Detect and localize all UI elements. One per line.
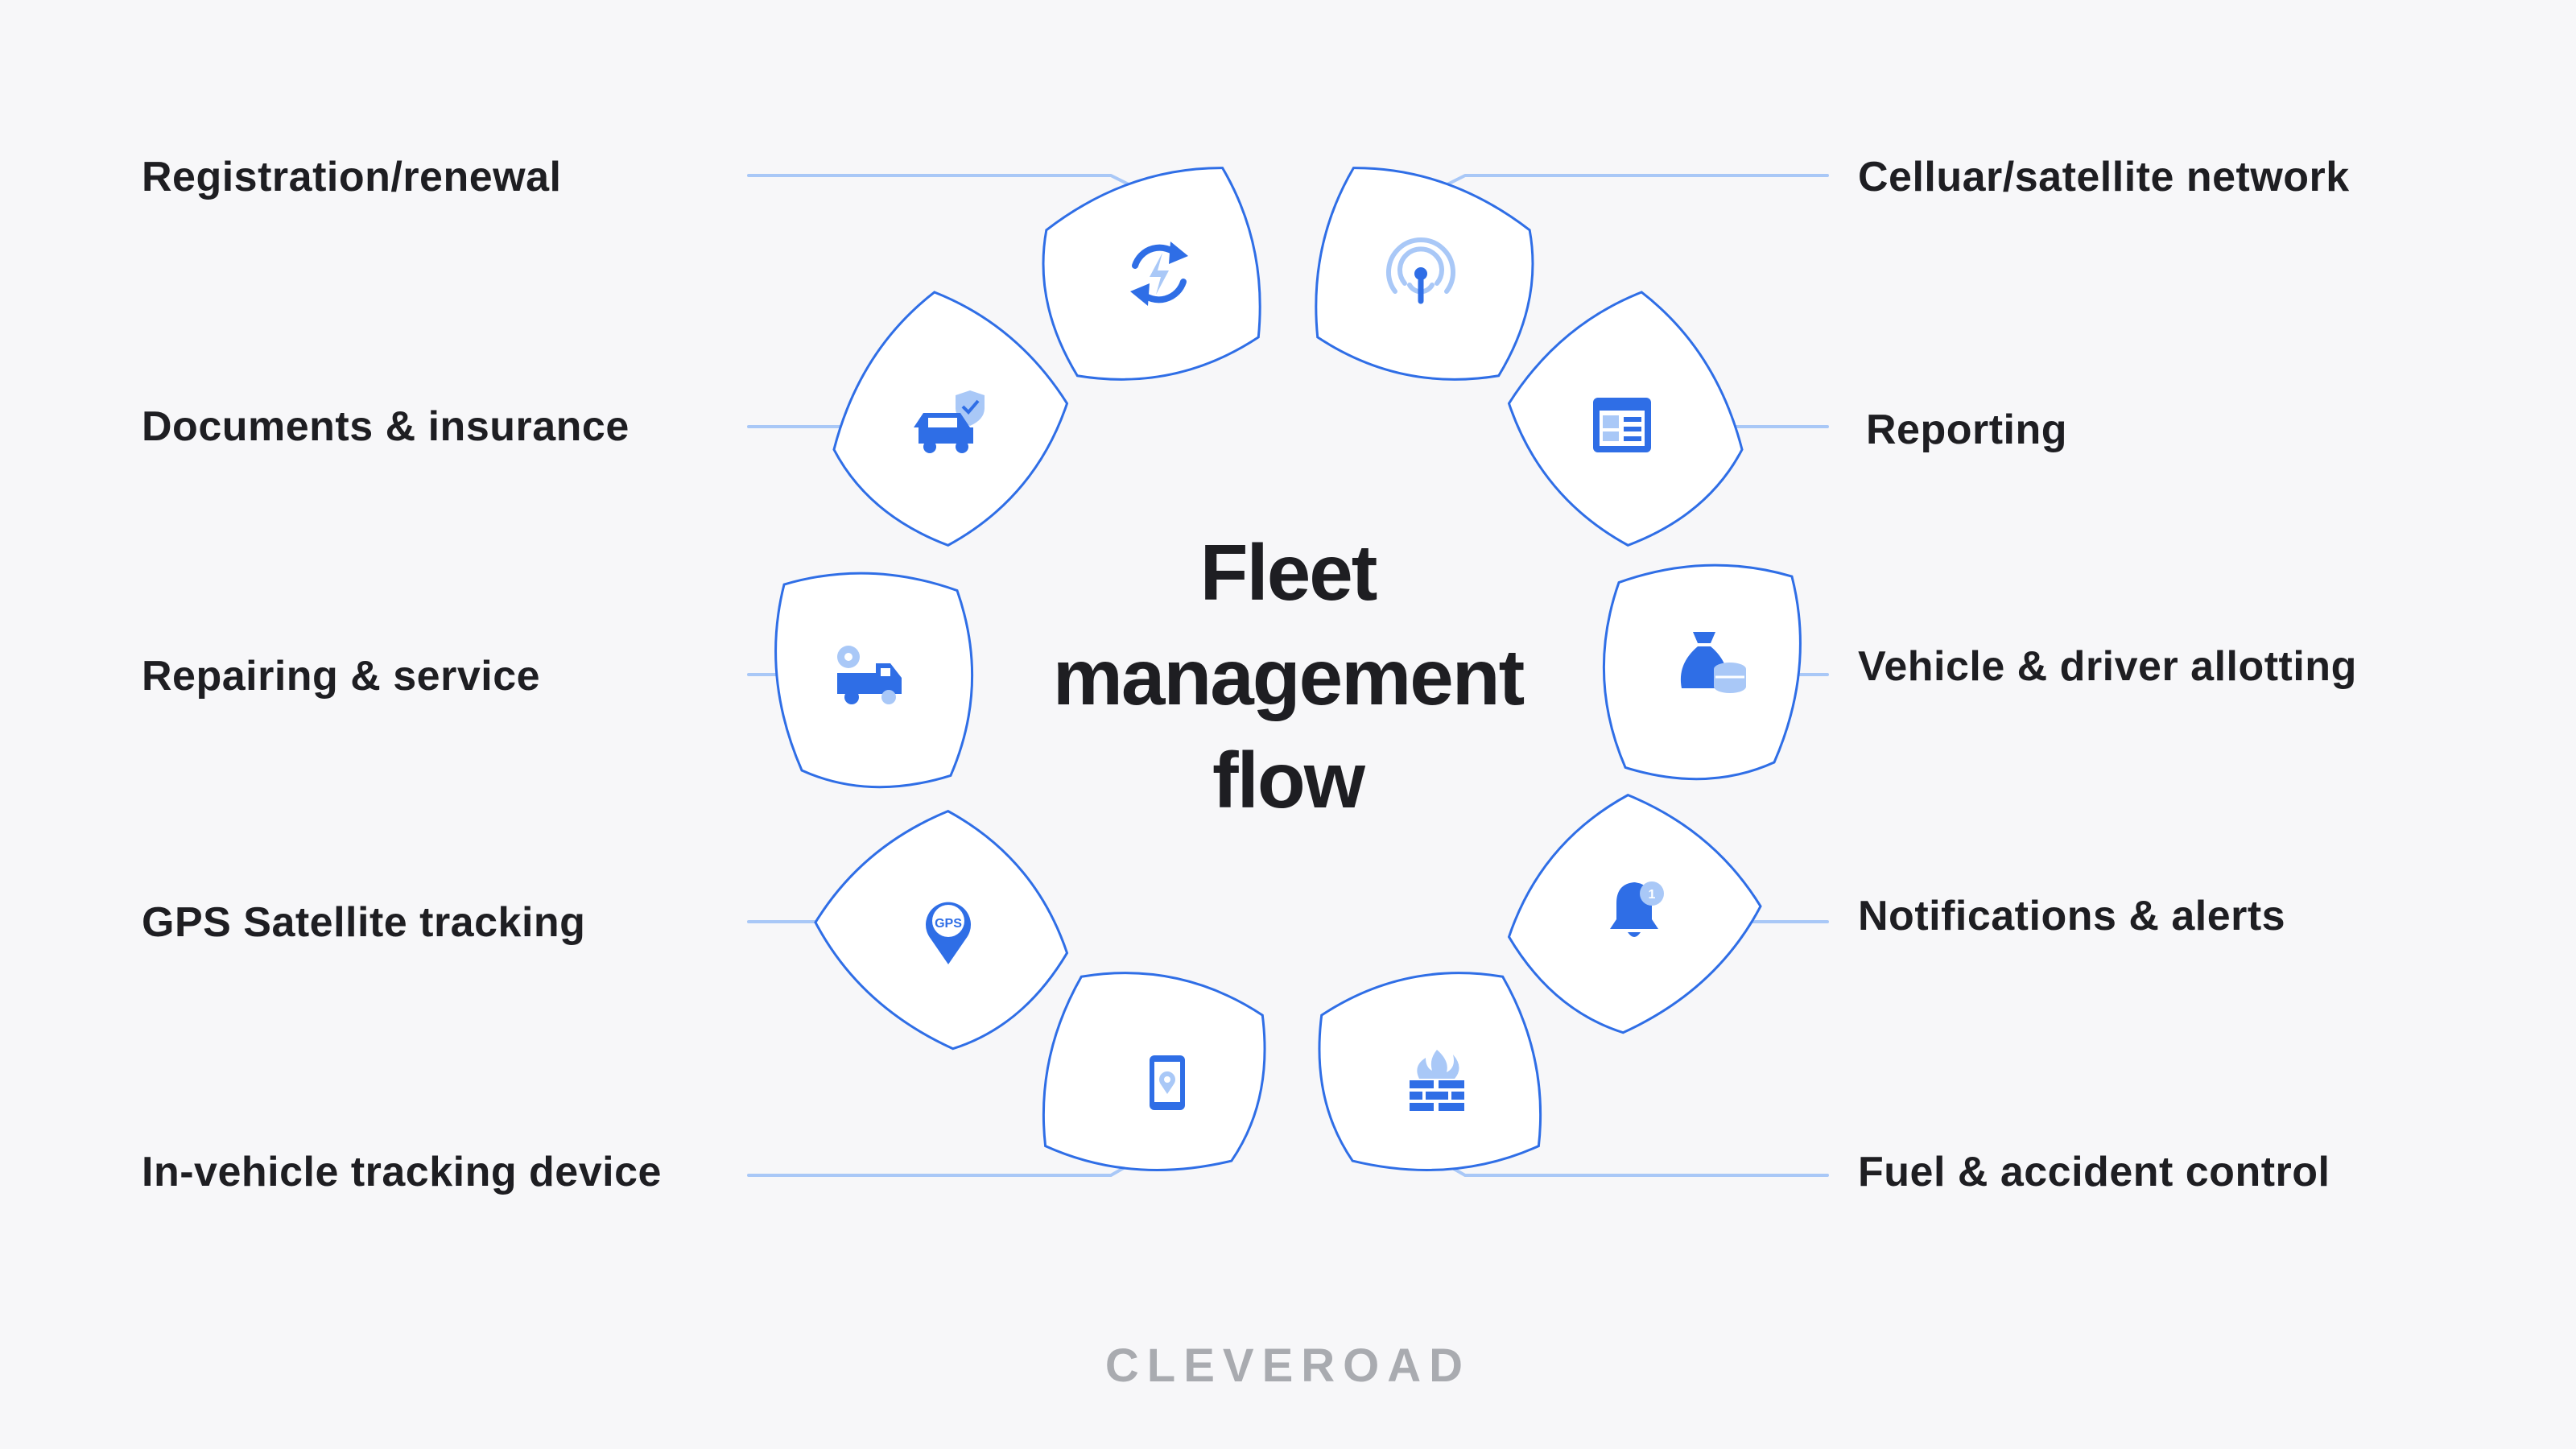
label-fuel-accident-control: Fuel & accident control [1858, 1149, 2330, 1195]
bell-icon: 1 [1610, 881, 1664, 937]
money-bag-icon [1680, 632, 1746, 693]
connector-in-vehicle [747, 1161, 1135, 1177]
label-reporting: Reporting [1866, 407, 2068, 453]
label-repairing-service: Repairing & service [142, 653, 541, 700]
label-cellular-satellite-network: Celluar/satellite network [1858, 154, 2350, 200]
connector-fuel [1441, 1161, 1829, 1177]
brand-logo: CLEVEROAD [1104, 1340, 1472, 1392]
title-line-1: Fleet [1199, 528, 1378, 617]
insured-car-icon [914, 390, 985, 453]
label-notifications-alerts: Notifications & alerts [1858, 893, 2286, 939]
gps-pin-icon: GPS [926, 902, 971, 964]
connector-registration [747, 174, 1135, 188]
fire-wall-icon [1410, 1050, 1464, 1111]
tracking-phone-icon [1150, 1055, 1185, 1110]
renewal-icon [1130, 242, 1188, 306]
service-truck-icon [837, 646, 902, 704]
report-dashboard-icon [1593, 398, 1651, 452]
label-registration-renewal: Registration/renewal [142, 154, 562, 200]
label-gps-satellite-tracking: GPS Satellite tracking [142, 899, 586, 946]
label-in-vehicle-tracking-device: In-vehicle tracking device [142, 1149, 662, 1195]
antenna-icon [1386, 237, 1455, 304]
gps-badge-text: GPS [935, 917, 962, 931]
title-line-2: management [1052, 633, 1525, 721]
label-vehicle-driver-allotting: Vehicle & driver allotting [1858, 643, 2357, 690]
bell-badge-text: 1 [1649, 888, 1656, 902]
segment-registration [1025, 157, 1278, 398]
title-line-3: flow [1212, 736, 1365, 824]
label-documents-insurance: Documents & insurance [142, 403, 630, 450]
connector-network [1441, 174, 1829, 188]
